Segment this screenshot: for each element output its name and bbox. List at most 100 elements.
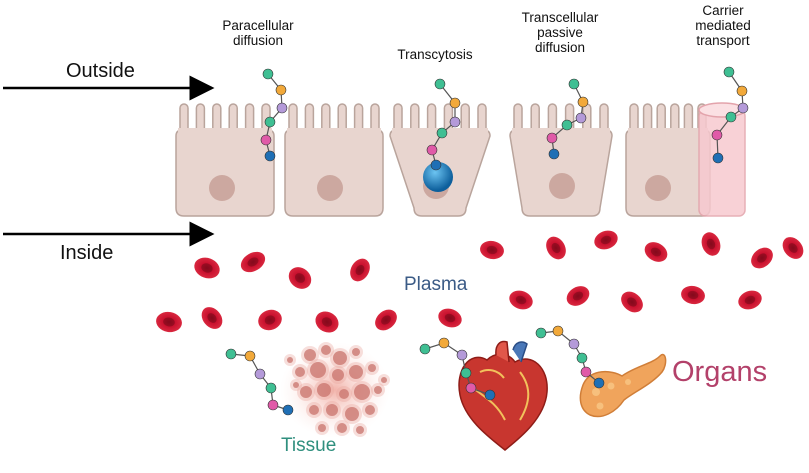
label-organs: Organs (672, 356, 768, 388)
epithelial-cell (509, 103, 613, 217)
label-outside: Outside (66, 60, 135, 82)
tissue-dot (381, 377, 387, 383)
label-tissue: Tissue (281, 435, 337, 456)
molecule-chain (225, 348, 294, 416)
epithelial-cell (389, 103, 491, 217)
molecule-chain (546, 78, 589, 160)
red-blood-cell (240, 251, 266, 273)
pancreas-icon (579, 353, 667, 418)
molecule-bead (426, 144, 438, 156)
molecule-bead (456, 349, 468, 361)
red-blood-cell (201, 307, 223, 329)
red-blood-cell (701, 232, 721, 256)
label-transcytosis: Transcytosis (397, 47, 473, 62)
molecule-bead (262, 68, 274, 80)
tissue-dot (295, 367, 305, 377)
heart-icon (458, 340, 548, 451)
tissue-dot (332, 369, 344, 381)
molecule-bead (736, 85, 748, 97)
label-carrier: Carrier mediated transport (695, 3, 751, 48)
molecule-bead (576, 352, 588, 364)
molecule-bead (254, 368, 266, 380)
molecule-bead (275, 84, 287, 96)
transcytosis-vesicle (423, 162, 453, 192)
tissue-dot (287, 357, 293, 363)
red-blood-cell (288, 267, 312, 289)
molecule-bead (460, 367, 472, 379)
molecule-bead (267, 399, 279, 411)
red-blood-cell (258, 309, 282, 331)
molecule-bead (434, 78, 446, 90)
molecule-bead (593, 377, 605, 389)
molecule-chains (225, 66, 749, 416)
tissue-dot (309, 405, 319, 415)
molecule-bead (225, 348, 237, 360)
red-blood-cell (751, 247, 773, 269)
tissue-dot (293, 382, 299, 388)
molecule-bead (244, 350, 256, 362)
molecule-chain (260, 68, 288, 162)
molecule-bead (737, 102, 749, 114)
tissue-dot (349, 365, 363, 379)
molecule-bead (568, 338, 580, 350)
molecule-bead (449, 116, 461, 128)
molecule-bead (430, 159, 442, 171)
tissue-dot (354, 384, 370, 400)
red-blood-cell (438, 308, 462, 328)
label-inside: Inside (60, 242, 114, 264)
molecule-bead (568, 78, 580, 90)
molecule-bead (552, 325, 564, 337)
red-blood-cells (156, 230, 804, 333)
tissue-dot (365, 405, 375, 415)
tissue-dot (304, 349, 316, 361)
molecule-bead (264, 116, 276, 128)
molecule-bead (419, 343, 431, 355)
epithelial-cell (625, 103, 711, 217)
red-blood-cell (546, 236, 566, 260)
molecule-bead (575, 112, 587, 124)
red-blood-cell (621, 291, 643, 313)
molecule-bead (436, 127, 448, 139)
molecule-bead (282, 404, 294, 416)
molecule-bead (465, 382, 477, 394)
red-blood-cell (594, 230, 618, 250)
label-paracellular: Paracellular diffusion (222, 18, 294, 48)
tissue-dot (345, 407, 359, 421)
label-plasma: Plasma (404, 274, 468, 295)
red-blood-cell (156, 311, 182, 333)
tissue-dot (300, 386, 312, 398)
epithelial-cells (175, 103, 711, 217)
molecule-bead (725, 111, 737, 123)
red-blood-cell (782, 237, 804, 259)
epithelial-cell (284, 103, 384, 217)
red-blood-cell (350, 258, 370, 282)
molecule-chain (419, 337, 496, 401)
molecule-bead (580, 366, 592, 378)
tissue-dot (352, 348, 360, 356)
molecule-bead (535, 327, 547, 339)
tissue-dot (326, 404, 338, 416)
tissue-dot (321, 345, 331, 355)
molecule-bead (484, 389, 496, 401)
tissue-dot (374, 386, 382, 394)
molecule-bead (276, 102, 288, 114)
molecule-bead (264, 150, 276, 162)
molecule-bead (449, 97, 461, 109)
tissue-dot (337, 423, 347, 433)
red-blood-cell (738, 290, 762, 310)
molecule-chain (535, 325, 605, 389)
red-blood-cell (315, 311, 339, 333)
molecule-bead (712, 152, 724, 164)
red-blood-cell (480, 240, 504, 260)
molecule-bead (546, 132, 558, 144)
tissue-dot (339, 389, 349, 399)
tissue-cluster (280, 342, 390, 438)
red-blood-cell (566, 286, 590, 306)
tissue-dot (368, 364, 376, 372)
red-blood-cell (194, 257, 220, 279)
tissue-dot (356, 426, 364, 434)
molecule-bead (548, 148, 560, 160)
red-blood-cell (375, 309, 397, 331)
tissue-dot (318, 424, 326, 432)
